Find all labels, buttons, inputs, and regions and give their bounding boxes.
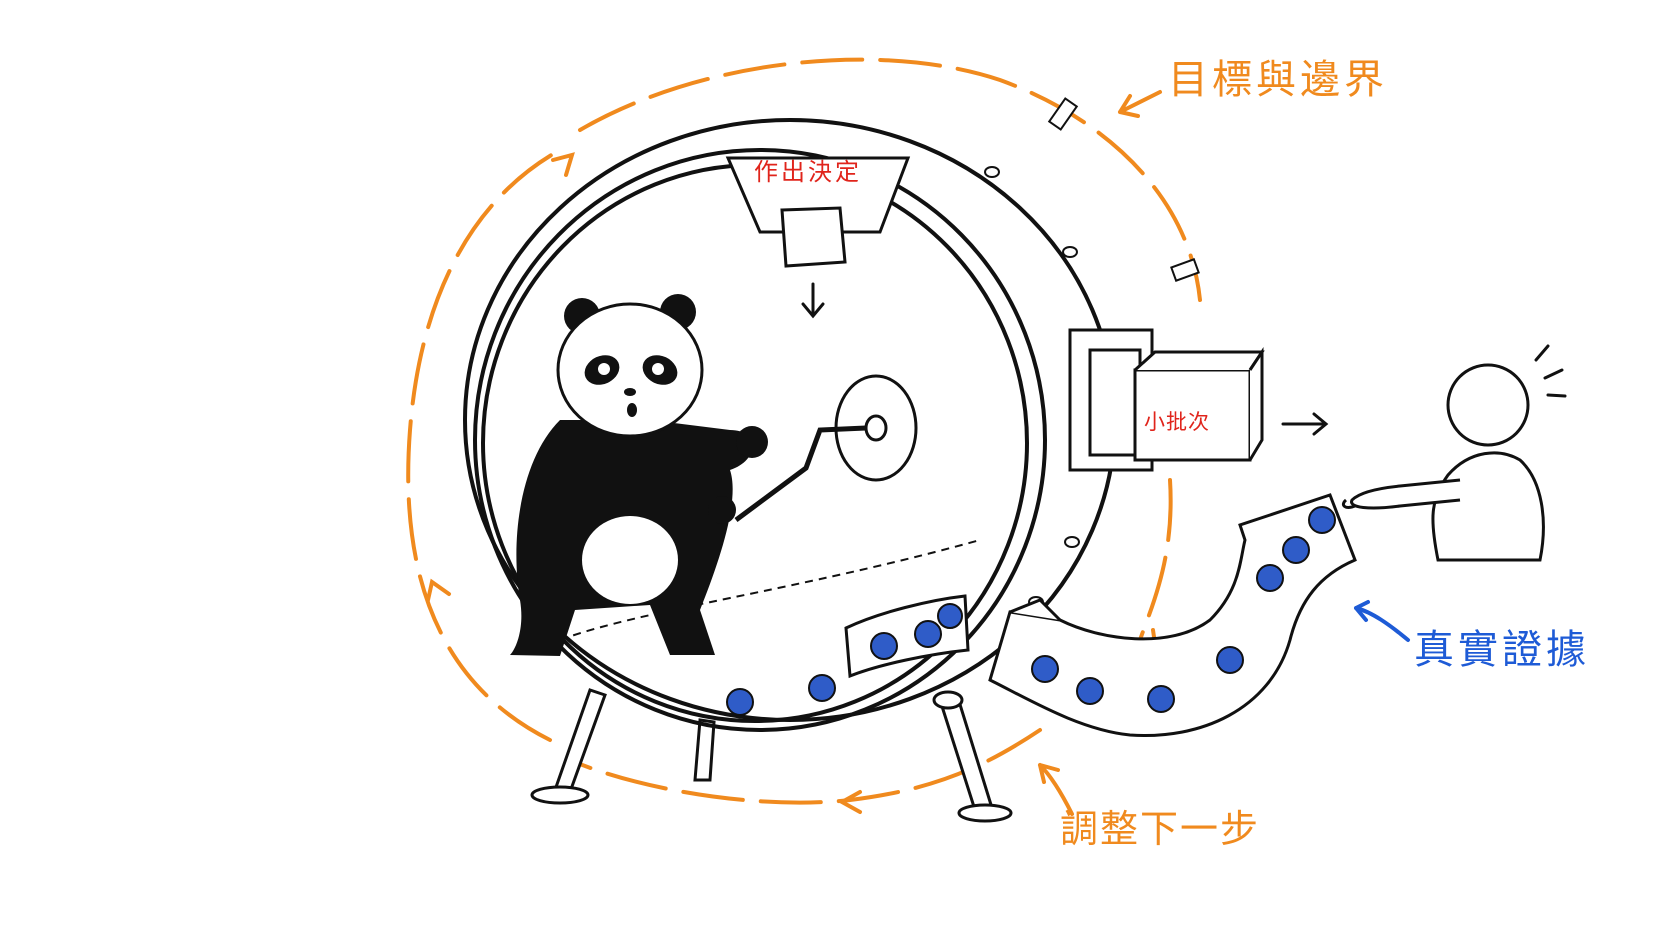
- decision-hopper: [725, 156, 911, 268]
- balls: [726, 506, 1336, 716]
- wheel-stand: [530, 688, 1013, 823]
- decision-arrow: [801, 282, 825, 319]
- batch-arrow: [1281, 412, 1329, 436]
- real-evidence-label: 真實證據: [1414, 627, 1590, 673]
- feedback-loop: [406, 57, 1202, 805]
- tape-marks: [1047, 97, 1200, 282]
- goal-boundary-label: 目標與邊界: [1168, 57, 1388, 103]
- adjust-next-label: 調整下一步: [1060, 807, 1261, 851]
- evidence-chute: [988, 493, 1357, 738]
- panda: [510, 294, 768, 656]
- crank: [734, 374, 918, 523]
- make-decision-label: 作出決定: [754, 158, 862, 186]
- small-batch-label: 小批次: [1144, 410, 1210, 434]
- small-batch-box: [1068, 328, 1265, 472]
- person: [1341, 344, 1567, 562]
- adjust-arrow: [1038, 763, 1074, 816]
- goal-arrow: [1118, 90, 1162, 118]
- evidence-arrow: [1354, 600, 1410, 642]
